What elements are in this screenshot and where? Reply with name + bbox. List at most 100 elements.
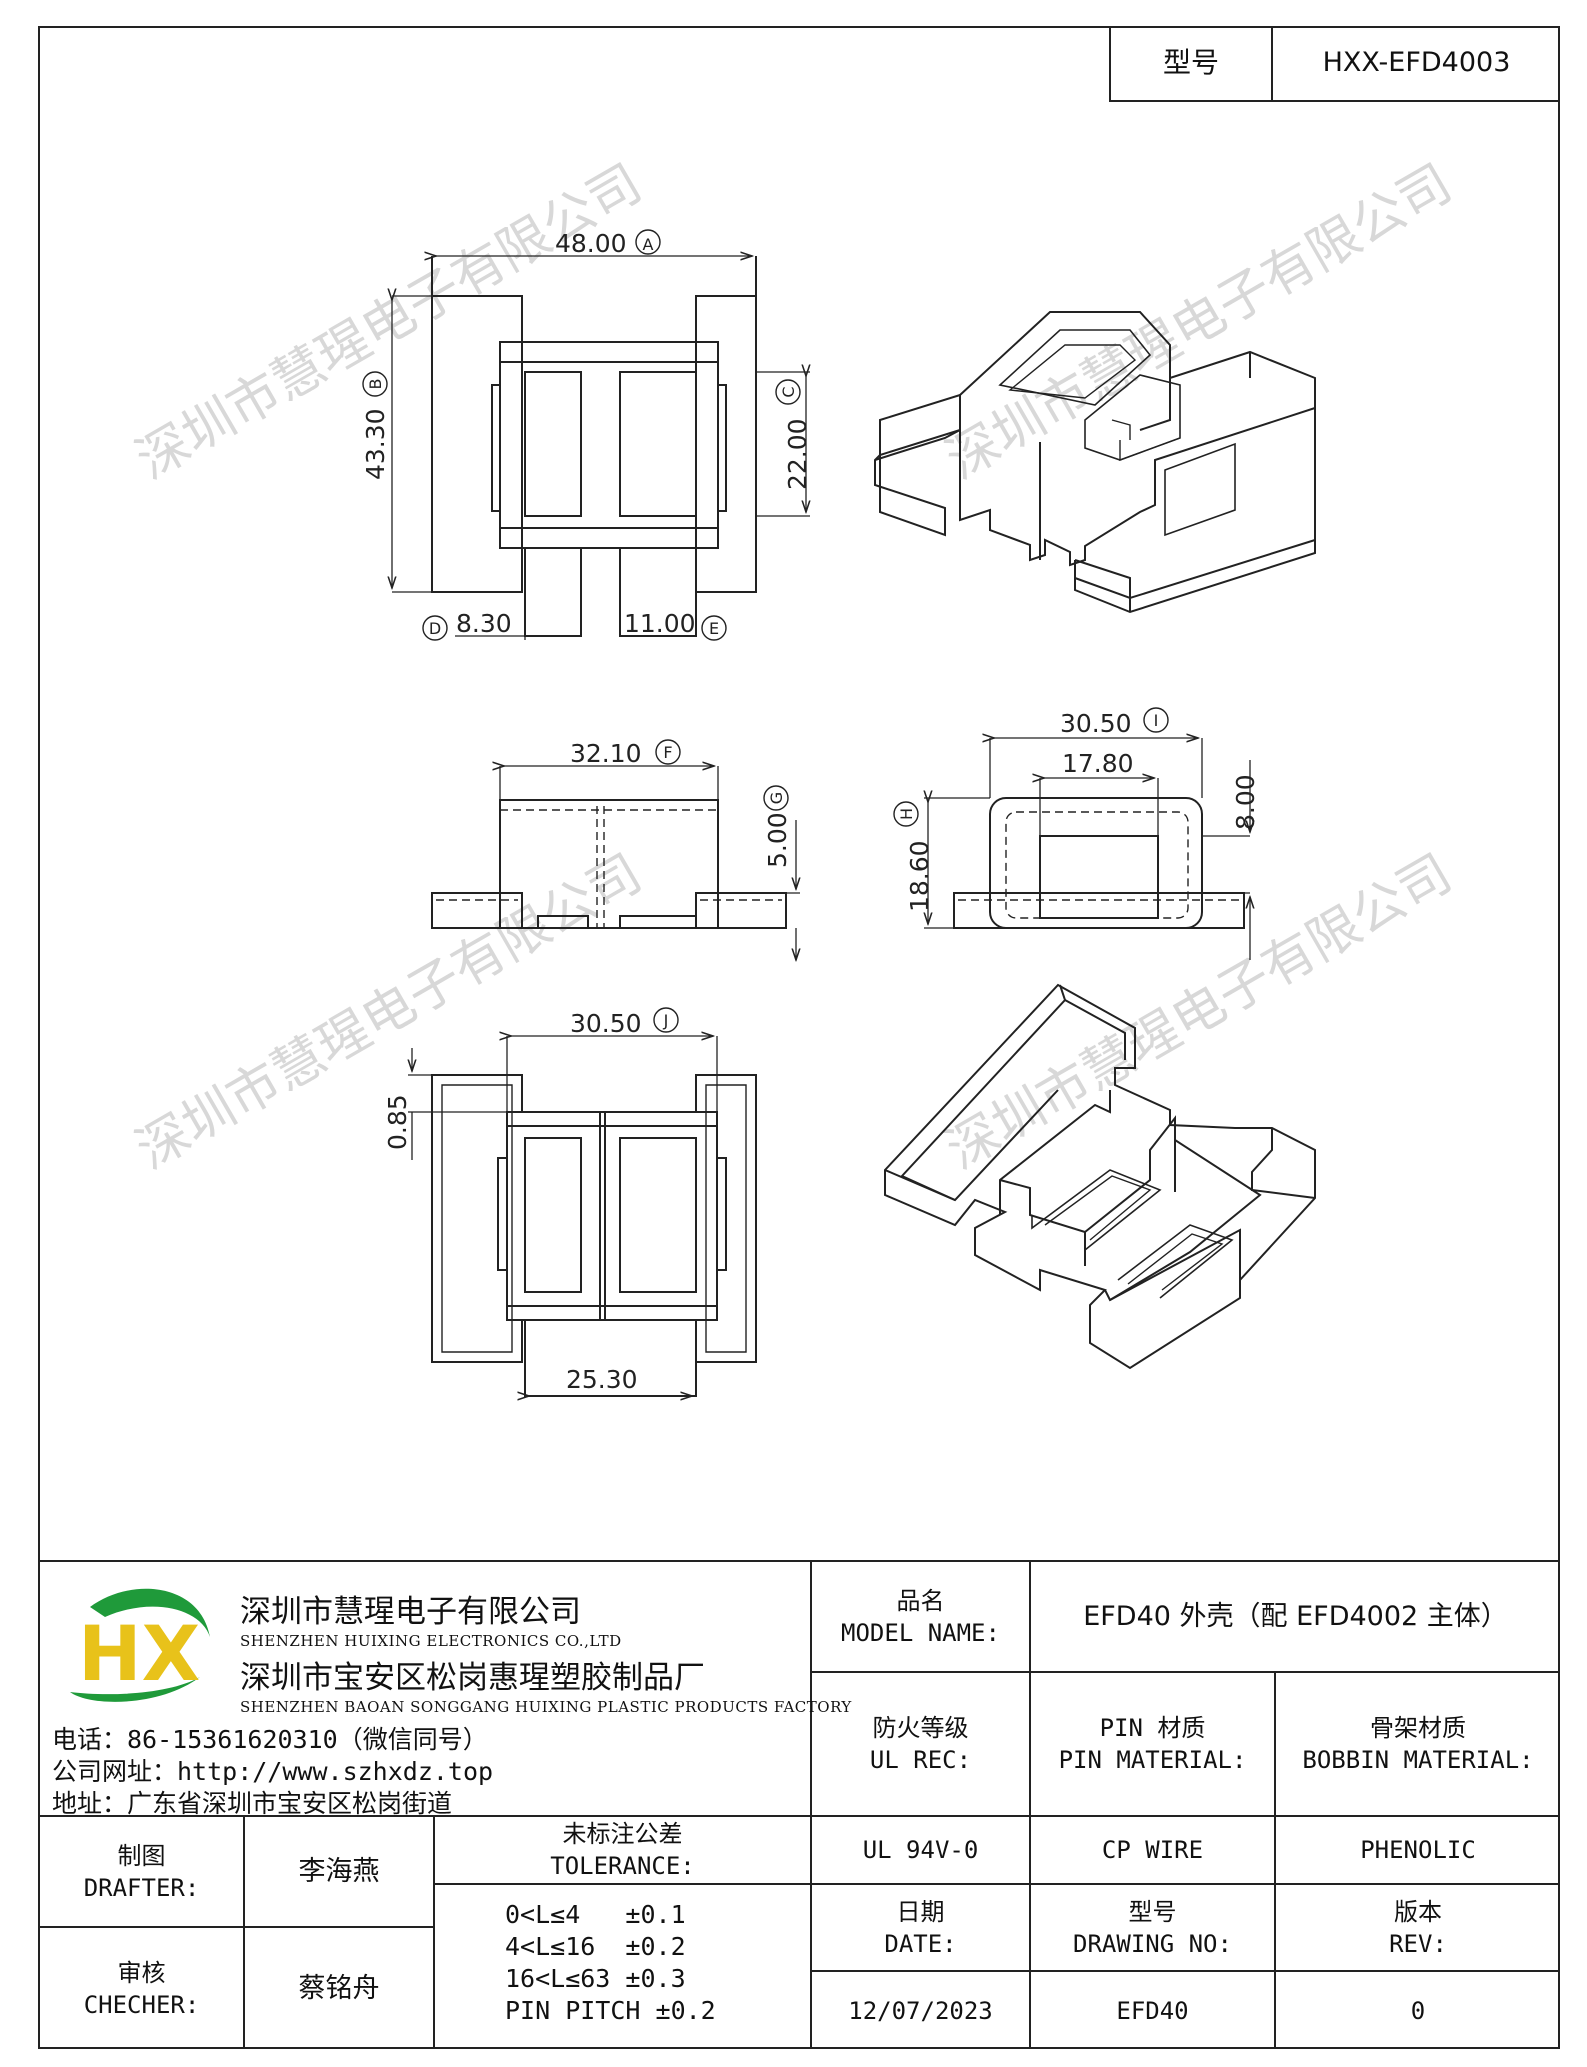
header-model-box: 型号 HXX-EFD4003 [1109,26,1560,102]
checker-label-en: CHECHER: [83,1990,200,2019]
company-logo: HX [70,1588,210,1702]
company-address: 地址：广东省深圳市宝安区松岗街道 [52,1789,453,1818]
ul-rec-label: 防火等级 UL REC: [812,1673,1029,1815]
dim-C-value: 22.00 [783,418,812,490]
company-name-en-1: SHENZHEN HUIXING ELECTRONICS CO.,LTD [240,1632,622,1650]
bobbin-material-label-cn: 骨架材质 [1370,1714,1466,1742]
watermark-group: 深圳市慧瑆电子有限公司 深圳市慧瑆电子有限公司 深圳市慧瑆电子有限公司 深圳市慧… [127,153,1462,1560]
date-label-en: DATE: [884,1929,957,1958]
model-name-label-en: MODEL NAME: [841,1618,1000,1647]
date-label-cn: 日期 [896,1897,945,1926]
company-website: 公司网址：http://www.szhxdz.top [52,1757,494,1786]
bobbin-material-label: 骨架材质 BOBBIN MATERIAL: [1276,1673,1560,1815]
grid-line [810,1883,1560,1885]
dim-H-marker [893,801,919,827]
dimension-labels: 48.00 A 43.30 B 22.00 C D 8.30 11.00 E 3… [361,229,1260,1394]
grid-line [1029,1560,1031,2049]
grid-line [433,1815,435,2049]
tolerance-label-cn: 未标注公差 [562,1820,683,1848]
dim-E-value: 11.00 [624,609,696,638]
dim-E-label: E [709,619,719,638]
top-view [431,256,757,637]
dim-H-value: 18.60 [905,840,934,912]
tolerance-line-1: 0<L≤4 ±0.1 [505,1900,686,1929]
model-name-label: 品名 MODEL NAME: [812,1562,1029,1671]
header-model-label: 型号 [1162,46,1219,79]
side-view-right [953,797,1245,929]
grid-line [810,1970,1560,1972]
dim-B-label: B [366,379,385,390]
bobbin-material-label-en: BOBBIN MATERIAL: [1302,1746,1534,1774]
title-block [38,1560,1560,2049]
dim-D-label: D [429,619,441,638]
dim-H-label: H [897,808,916,820]
pin-material-value: CP WIRE [1101,1836,1204,1864]
dim-G-marker [763,785,789,811]
technical-drawing: 深圳市慧瑆电子有限公司 深圳市慧瑆电子有限公司 深圳市慧瑆电子有限公司 深圳市慧… [127,153,1462,1560]
grid-line [433,1883,810,1885]
dim-G-label: G [767,792,786,804]
dim-E-marker [701,615,727,641]
logo-swoosh-icon [70,1677,200,1702]
grid-line [1274,1671,1276,2049]
dim-I-value: 30.50 [1060,709,1132,738]
dim-F-value: 32.10 [570,739,642,768]
header-model-value: HXX-EFD4003 [1322,47,1511,78]
model-name-value: EFD40 外壳（配 EFD4002 主体） [1083,1600,1508,1632]
isometric-view-top [874,311,1316,614]
pin-material-label: PIN 材质 PIN MATERIAL: [1031,1673,1274,1815]
rev-label: 版本 REV: [1276,1885,1560,1970]
rev-value: 0 [1410,1996,1426,2025]
dim-F-marker [655,739,681,765]
dim-F-label: F [663,743,672,762]
checker-value: 蔡铭舟 [298,1972,380,2004]
company-name-en-2: SHENZHEN BAOAN SONGGANG HUIXING PLASTIC … [240,1698,852,1716]
top-view-dims [392,256,810,640]
date-label: 日期 DATE: [812,1885,1029,1970]
company-name-cn-1: 深圳市慧瑆电子有限公司 [240,1594,581,1630]
company-phone: 电话：86-15361620310（微信同号） [52,1725,488,1754]
grid-line [810,1560,812,2049]
dim-I-marker [1143,707,1169,733]
dim-inner-width: 17.80 [1062,749,1134,778]
tolerance-label-en: TOLERANCE: [550,1852,695,1880]
tolerance-label: 未标注公差 TOLERANCE: [435,1817,810,1883]
tolerance-line-4: PIN PITCH ±0.2 [505,1996,716,2025]
tolerance-line-3: 16<L≤63 ±0.3 [505,1964,686,1993]
logo-text: HX [78,1609,200,1698]
pin-material-label-cn: PIN 材质 [1099,1714,1206,1742]
watermark-text-5: 深圳市慧瑆电子有限公司 [937,1553,1462,1560]
drafter-value: 李海燕 [298,1855,380,1887]
bottom-view [431,1074,757,1397]
drafter-label-en: DRAFTER: [83,1873,200,1902]
dim-A-label: A [643,235,654,254]
drawing-no-label: 型号 DRAWING NO: [1031,1885,1274,1970]
drawing-no-value: EFD40 [1116,1996,1189,2025]
dim-I-label: I [1154,711,1159,730]
dim-B-value: 43.30 [361,408,390,480]
grid-line [810,1671,1560,1673]
checker-label-cn: 审核 [117,1958,166,1987]
dim-J-value: 30.50 [570,1009,642,1038]
dim-C-marker [775,379,801,405]
dim-J-marker [653,1007,679,1033]
dim-B-marker [362,371,388,397]
dim-A-marker [635,229,661,255]
side-view-right-dims [924,738,1250,960]
dim-bottom-width: 25.30 [566,1365,638,1394]
dim-C-label: C [779,386,798,397]
drafter-label: 制图 DRAFTER: [40,1817,243,1926]
drawing-no-label-en: DRAWING NO: [1073,1929,1232,1958]
grid-line [38,1926,433,1928]
drafter-label-cn: 制图 [117,1841,166,1870]
dim-D-marker [422,615,448,641]
tolerance-table: 0<L≤4 ±0.1 4<L≤16 ±0.2 16<L≤63 ±0.3 PIN … [435,1885,810,2049]
dim-G-value: 5.00 [763,812,792,868]
pin-material-label-en: PIN MATERIAL: [1058,1746,1247,1774]
model-name-label-cn: 品名 [896,1586,945,1615]
rev-label-en: REV: [1389,1929,1447,1958]
drawing-no-label-cn: 型号 [1128,1897,1177,1926]
dim-A-value: 48.00 [555,229,627,258]
dim-J-label: J [663,1011,669,1030]
drawing-sheet-border [38,26,1560,2049]
